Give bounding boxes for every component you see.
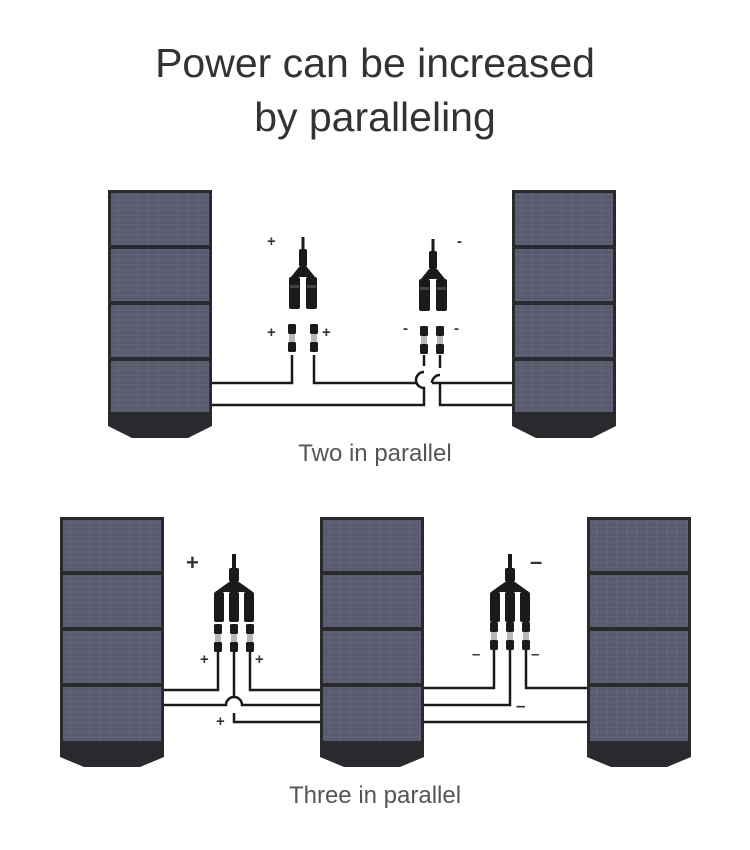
mc4-plug [490,622,498,650]
minus-label: - [457,233,462,250]
minus-label: – [472,646,480,663]
title-line-2: by paralleling [254,94,496,140]
solar-panel-left [108,190,212,438]
plus-label: + [216,713,225,730]
mc4-plug [522,622,530,650]
mc4-plug [436,326,444,354]
mc4-plug [420,326,428,354]
caption-three-in-parallel: Three in parallel [288,782,462,809]
solar-panel-right [512,190,616,438]
plus-label: + [267,233,276,250]
minus-label: – [530,549,542,574]
t-branch-plus-connector [214,554,254,622]
two-parallel-section: + + + - - - [108,190,616,438]
plus-label: + [200,651,209,668]
wiring-three [164,650,587,724]
caption-two-in-parallel: Two in parallel [298,440,452,467]
minus-label: - [454,320,459,337]
plus-label: + [255,651,264,668]
solar-panel-left [60,517,164,767]
mc4-plug [310,324,318,352]
minus-label: – [516,696,525,715]
three-parallel-section: + + + + – – – – [60,517,691,767]
solar-panel-right [587,517,691,767]
plus-label: + [186,550,199,575]
mc4-plug [506,622,514,650]
y-branch-plus-connector [289,237,317,309]
plus-label: + [267,324,276,341]
mc4-plug [288,324,296,352]
mc4-plug [214,624,222,652]
y-branch-minus-connector [419,239,447,311]
plus-label: + [322,324,331,341]
title: Power can be increased by paralleling [0,36,750,144]
wiring-two [212,355,512,407]
minus-label: – [531,646,539,663]
solar-panel-middle [320,517,424,767]
mc4-plug [230,624,238,652]
minus-label: - [403,320,408,337]
t-branch-minus-connector [490,554,530,622]
title-line-1: Power can be increased [155,40,595,86]
mc4-plug [246,624,254,652]
